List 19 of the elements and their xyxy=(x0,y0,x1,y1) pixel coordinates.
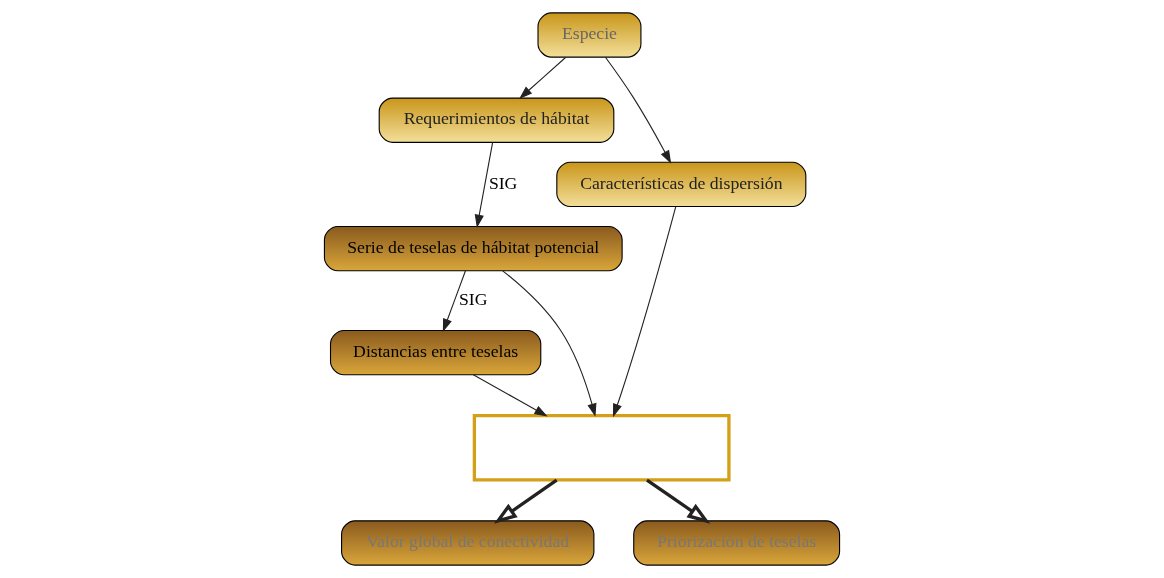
arrow xyxy=(604,56,672,164)
node-box: Requerimientos de hábitat xyxy=(378,97,615,143)
arrow xyxy=(502,270,597,417)
arrow xyxy=(646,478,711,524)
arrow xyxy=(612,206,677,418)
node-box: Priorización de teselas xyxy=(633,520,841,566)
arrow xyxy=(472,374,548,417)
node-box: Distancias entre teselas xyxy=(329,329,542,376)
arrow xyxy=(474,141,494,228)
edge-label: SIG xyxy=(459,288,488,309)
node-box: Valor global de conectividad xyxy=(341,520,595,566)
node-box: Serie de teselas de hábitat potencial xyxy=(323,225,623,272)
arrow xyxy=(442,270,467,333)
node-box: Especie xyxy=(537,12,642,58)
node-box xyxy=(472,414,731,482)
edge-label: SIG xyxy=(488,172,518,193)
arrow xyxy=(519,56,567,99)
arrow xyxy=(493,478,558,524)
node-box: Características de dispersión xyxy=(556,161,807,208)
